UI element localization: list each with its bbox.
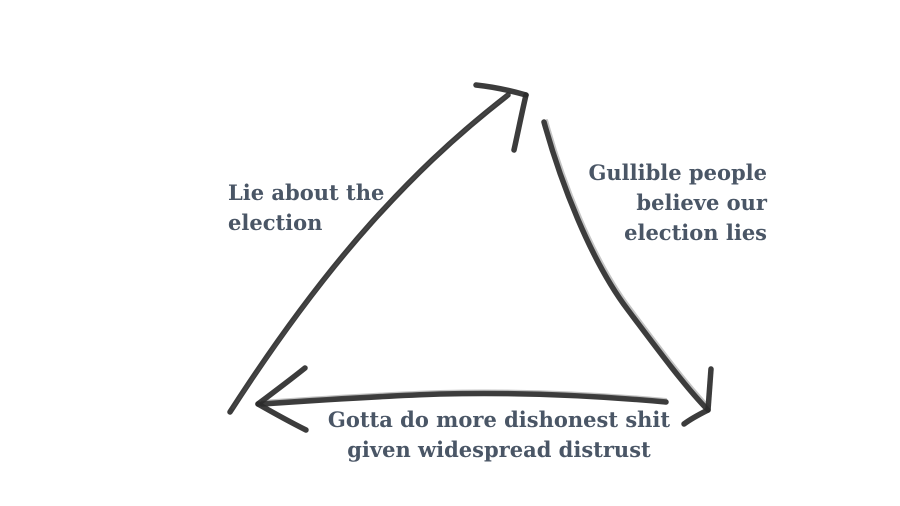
label-right-line-1: Gullible people bbox=[588, 160, 767, 185]
label-gullible-people: Gullible people believe our election lie… bbox=[560, 158, 767, 248]
label-bottom-line-2: given widespread distrust bbox=[347, 437, 651, 462]
arrowhead-bottom-left bbox=[255, 365, 309, 433]
arrowhead-bottom-right bbox=[681, 366, 714, 427]
label-left-line-2: election bbox=[228, 210, 323, 235]
label-dishonest-distrust: Gotta do more dishonest shit given wides… bbox=[318, 405, 680, 465]
label-right-line-2: believe our bbox=[636, 190, 767, 215]
label-lie-about-election: Lie about the election bbox=[228, 178, 384, 238]
arrowhead-top bbox=[473, 82, 529, 153]
arrow-right-down bbox=[541, 119, 710, 411]
arrow-left-up bbox=[227, 92, 511, 415]
label-left-line-1: Lie about the bbox=[228, 180, 385, 205]
arrow-bottom-left bbox=[259, 389, 669, 407]
label-bottom-line-1: Gotta do more dishonest shit bbox=[327, 407, 671, 432]
label-right-line-3: election lies bbox=[624, 220, 767, 245]
